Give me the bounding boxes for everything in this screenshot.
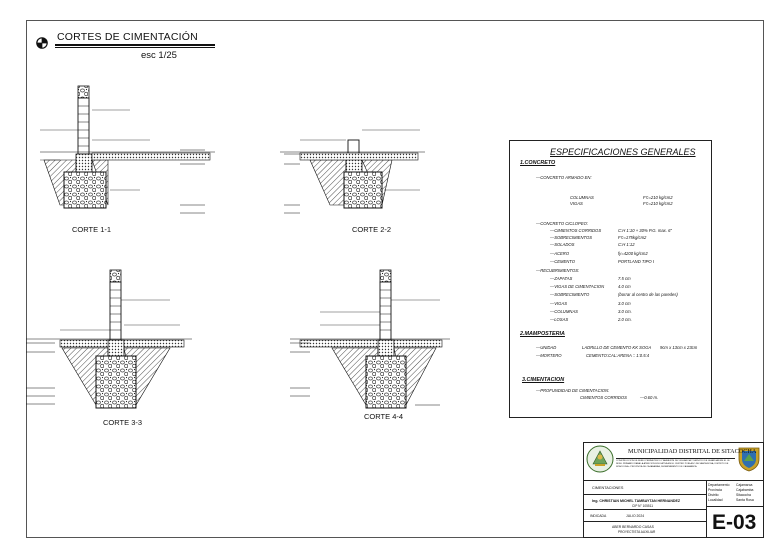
title-block: MUNICIPALIDAD DISTRITAL DE SITACOCHA CON… (583, 442, 764, 538)
spec-unidad: —UNIDAD (536, 345, 557, 350)
section-marker-icon (36, 37, 48, 49)
spec-unidad-dim: 9cm x 13cm x 23cm (660, 345, 698, 350)
spec-cemento-value: PORTLAND TIPO I (618, 259, 654, 264)
title-underline (55, 44, 215, 46)
spec-columnas-value: F'c=210 kg/cm2 (643, 195, 673, 200)
row-divider-3 (584, 509, 706, 510)
spec-armado: —CONCRETO ARMADO EN: (536, 175, 592, 180)
sheet-scale: esc 1/25 (141, 50, 177, 61)
project-description: CONSTRUCCION DE MURO PERIMETRICO Y AMBIE… (616, 460, 731, 468)
specs-section-mamposteria: 2.MAMPOSTERIA (520, 331, 565, 337)
row-divider-4 (584, 521, 706, 522)
spec-vigas: VIGAS (570, 201, 583, 206)
loc-label-dist: Distrito (708, 493, 719, 497)
spec-columnas: COLUMNAS (570, 195, 594, 200)
spec-solados-value: C:H 1:12 (618, 242, 635, 247)
loc-label-loc: Localidad (708, 498, 723, 502)
title-underline-thin (55, 47, 215, 48)
spec-zapatas-value: 7.5 cm (618, 276, 631, 281)
shield-icon (737, 446, 761, 472)
plan-name: CIMENTACIONES (592, 486, 624, 490)
loc-value-dist: Sitacocha (736, 493, 751, 497)
spec-cim-corridos: —CIMIENTOS CORRIDOS (550, 228, 602, 233)
spec-acero-value: fy=4200 kg/cm2 (618, 251, 648, 256)
engineer-cip: CIP N° 105511 (632, 504, 654, 508)
loc-label-dep: Departamento (708, 483, 730, 487)
engineer-name: Ing. CHRISTIAN MICHEL TAMBAYTAN HERNANDE… (592, 499, 681, 503)
spec-profundidad: —PROFUNDIDAD DE CIMENTACION: (536, 388, 610, 393)
row-divider-2 (584, 494, 706, 495)
section-1-1-drawing (40, 85, 215, 214)
spec-vigas-cim-value: 4.0 cm (618, 284, 631, 289)
spec-sobrecim: —SOBRECIMIENTOS (550, 235, 593, 240)
spec-sobrecimiento-value: (borrar al centro de las paredes) (618, 292, 678, 297)
entity-name: MUNICIPALIDAD DISTRITAL DE SITACOCHA (628, 448, 757, 455)
sheet-border (26, 20, 764, 538)
spec-sobrecimiento: —SOBRECIMIENTO (550, 292, 590, 297)
spec-mortero: —MORTERO (536, 353, 562, 358)
loc-value-loc: Santa Rosa (736, 498, 754, 502)
spec-mortero-value: CEMENTO:CAL:ARENA :: 1:0.5:4 (586, 353, 650, 358)
sheet-number: E-03 (712, 511, 757, 534)
spec-cim-corridos-value: C:H 1:10 + 30% P.G. max. 6" (618, 228, 672, 233)
spec-acero: —ACERO (550, 251, 570, 256)
specifications-panel: ESPECIFICACIONES GENERALES 1.CONCRETO —C… (509, 140, 712, 418)
loc-value-dep: Cajamarca (736, 483, 753, 487)
spec-recubrimientos: —RECUBRIMIENTOS: (536, 268, 580, 273)
drawn-role: PROYECTISTA AUXILIAR (618, 530, 656, 534)
spec-zapatas: —ZAPATAS (550, 276, 573, 281)
spec-losas: —LOSAS (550, 317, 569, 322)
spec-vigas-value: F'c=210 kg/cm2 (643, 201, 673, 206)
specs-heading: ESPECIFICACIONES GENERALES (550, 147, 696, 157)
row-divider-5 (706, 506, 763, 507)
spec-vigas-cim: —VIGAS DE CIMENTACION (550, 284, 605, 289)
scale-value: INDICADA (590, 514, 607, 518)
entity-divider (616, 458, 735, 459)
specs-section-cimentacion: 3.CIMENTACION (522, 377, 565, 383)
spec-prof-value: —0.60 m. (640, 395, 659, 400)
spec-columnas-2: —COLUMNAS (550, 309, 578, 314)
spec-columnas-2-value: 3.0 cm. (618, 309, 632, 314)
spec-solados: —SOLADOS (550, 242, 575, 247)
section-3-3-drawing (26, 269, 192, 409)
caption-corte-4-4: CORTE 4-4 (364, 412, 404, 421)
row-divider-1 (584, 480, 763, 481)
specs-section-concreto: 1.CONCRETO (520, 160, 556, 166)
date-value: JULIO 2024 (626, 514, 645, 518)
drawn-by: ABER BERNARDO CASAS (612, 525, 654, 529)
sheet-title: CORTES DE CIMENTACIÓN (57, 31, 198, 43)
spec-sobrecim-value: F'c=175kg/cm2 (618, 235, 647, 240)
spec-ciclopeo: —CONCRETO CICLOPEO: (536, 221, 589, 226)
caption-corte-3-3: CORTE 3-3 (103, 418, 143, 427)
municipal-seal-icon (586, 445, 614, 473)
loc-label-prov: Provincia (708, 488, 722, 492)
spec-prof-item: CIMIENTOS CORRIDOS (580, 395, 627, 400)
section-4-4-drawing (290, 269, 450, 409)
caption-corte-2-2: CORTE 2-2 (352, 225, 392, 234)
caption-corte-1-1: CORTE 1-1 (72, 225, 112, 234)
spec-vigas-2: —VIGAS (550, 301, 567, 306)
loc-value-prov: Cajabamba (736, 488, 754, 492)
spec-cemento: —CEMENTO (550, 259, 576, 264)
spec-losas-value: 2.0 cm. (618, 317, 632, 322)
spec-vigas-2-value: 3.0 cm (618, 301, 631, 306)
section-2-2-drawing (280, 129, 425, 214)
col-divider-1 (706, 480, 707, 537)
spec-unidad-value: LADRILLO DE CEMENTO KK SOGA (582, 345, 652, 350)
